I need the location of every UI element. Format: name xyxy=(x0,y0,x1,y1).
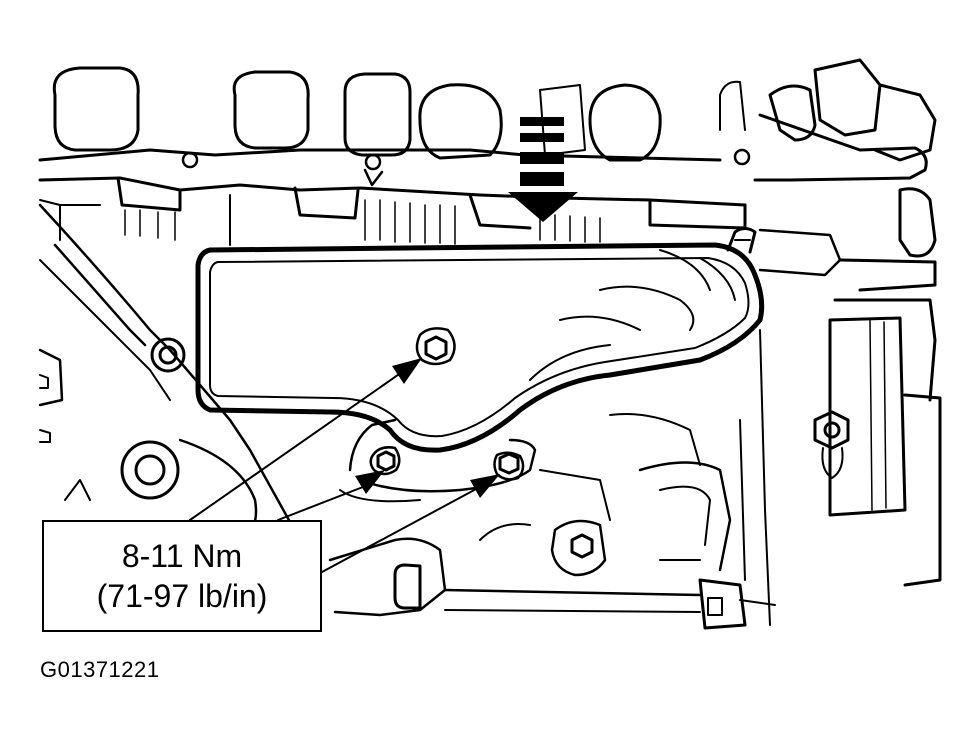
lower-exhaust-components xyxy=(328,329,776,630)
torque-nm-label: 8-11 Nm xyxy=(121,538,243,574)
leader-lines xyxy=(189,369,479,573)
direction-arrow xyxy=(508,117,578,222)
leader-arrowheads xyxy=(355,358,500,498)
left-engine-components xyxy=(38,203,302,547)
heat-shield xyxy=(195,227,765,453)
right-engine-components xyxy=(753,58,942,587)
intake-ports xyxy=(52,66,746,162)
figure-id-label: G01371221 xyxy=(40,657,160,682)
torque-callout-box: 8-11 Nm (71-97 lb/in) xyxy=(42,520,322,632)
exhaust-outlet-flange xyxy=(339,418,537,503)
shield-nuts xyxy=(369,327,525,481)
manifold-flange xyxy=(38,148,747,246)
torque-lbin-label: (71-97 lb/in) xyxy=(96,578,268,614)
